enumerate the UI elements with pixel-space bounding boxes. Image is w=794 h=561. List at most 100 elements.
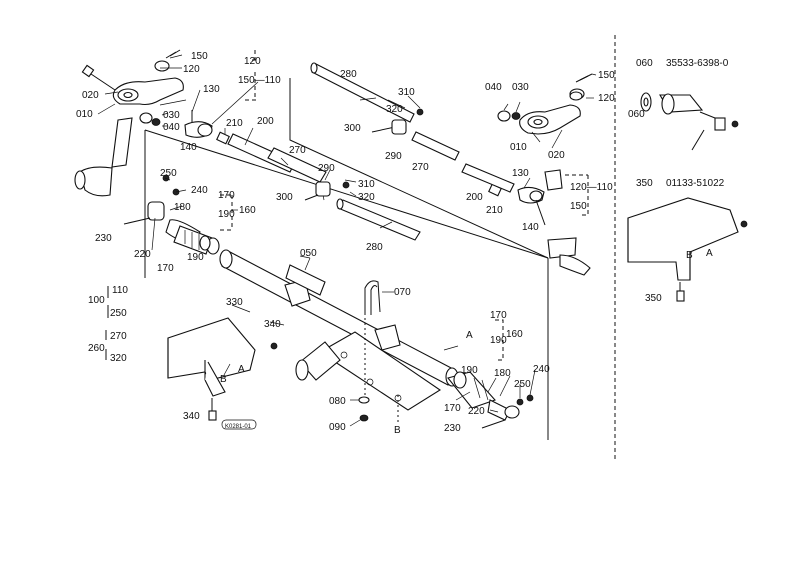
callout-170-left: 170: [218, 190, 235, 201]
upper-tie-rod-group: [144, 62, 549, 259]
callout-310-mid: 310: [358, 179, 375, 190]
callout-180-right: 180: [494, 368, 511, 379]
callout-150-110-group: 150—110: [238, 75, 281, 86]
callout-280-mid: 280: [366, 242, 383, 253]
callout-200: 200: [257, 116, 274, 127]
callout-220-left: 220: [134, 249, 151, 260]
callout-120-right: 120: [598, 93, 615, 104]
inset-item-060: [640, 92, 739, 151]
callout-330: 330: [226, 297, 243, 308]
callout-320-mid: 320: [358, 192, 375, 203]
callout-340-lower: 340: [183, 411, 200, 422]
stamp-box: [221, 419, 257, 430]
left-guard-cover: [167, 317, 278, 421]
callout-210: 210: [226, 118, 243, 129]
right-steering-arm-group: [411, 73, 597, 276]
callout-150-right-b: 150: [570, 201, 587, 212]
callout-050: 050: [300, 248, 317, 259]
callout-120-group: 120: [244, 56, 261, 67]
callout-230-left: 230: [95, 233, 112, 244]
inset-060-ref: 060: [636, 58, 653, 69]
callout-170-right: 170: [444, 403, 461, 414]
inset-labels: 060 35533-6398-0 060 350 01133-51022 350…: [628, 58, 729, 304]
callout-120: 120: [183, 64, 200, 75]
callout-020: 020: [82, 90, 99, 101]
callout-210-right: 210: [486, 205, 503, 216]
callout-040-right: 040: [485, 82, 502, 93]
callout-340-upper: 340: [264, 319, 281, 330]
callout-040: 040: [163, 122, 180, 133]
inset-060-callout: 060: [628, 109, 645, 120]
callout-320-group: 320: [110, 353, 127, 364]
callout-180-left: 180: [174, 202, 191, 213]
callout-labels: 150 120 020 010 130 030 040 140 120 150—…: [76, 51, 615, 436]
stamp-text: K0281-01: [225, 424, 252, 430]
callout-160-right-group: 160: [506, 329, 523, 340]
callout-110: 110: [112, 285, 128, 296]
callout-270-right: 270: [412, 162, 429, 173]
inset-350-part-number: 01133-51022: [666, 178, 725, 189]
inset-060-part-number: 35533-6398-0: [666, 58, 729, 69]
callout-150-right: 150: [598, 70, 615, 81]
callout-250-right: 250: [514, 379, 531, 390]
callout-070: 070: [394, 287, 411, 298]
left-cylinder-group: [123, 174, 220, 255]
callout-190-left-b: 190: [187, 252, 204, 263]
callout-310-top: 310: [398, 87, 415, 98]
inset-350-ref: 350: [636, 178, 653, 189]
bracket-group-lower-right: [495, 319, 504, 361]
callout-140: 140: [180, 142, 197, 153]
inset-letter-a: A: [706, 248, 713, 259]
callout-260: 260: [88, 343, 105, 354]
callout-170-right-group: 170: [490, 310, 507, 321]
left-steering-arm-group: [74, 49, 213, 197]
callout-290-mid: 290: [318, 163, 335, 174]
bracket-group-right: [565, 174, 589, 216]
callout-150: 150: [191, 51, 208, 62]
callout-270-group: 270: [110, 331, 127, 342]
callout-030-right: 030: [512, 82, 529, 93]
callout-290-top: 290: [385, 151, 402, 162]
callout-090: 090: [329, 422, 346, 433]
callout-250-group: 250: [110, 308, 127, 319]
callout-190-right: 190: [461, 365, 478, 376]
callout-140-right: 140: [522, 222, 539, 233]
callout-300-top: 300: [344, 123, 361, 134]
callout-250-left: 250: [160, 168, 177, 179]
callout-130-right: 130: [512, 168, 529, 179]
inset-item-350-guard: [627, 197, 748, 302]
bracket-group-mid-left: [220, 194, 233, 231]
callout-320-top: 320: [386, 104, 403, 115]
callout-200-right: 200: [466, 192, 483, 203]
callout-170-left-b: 170: [157, 263, 174, 274]
letter-a-left-guard: A: [238, 364, 245, 375]
callout-010-right: 010: [510, 142, 527, 153]
right-cylinder-group: [447, 369, 536, 429]
bracket-group-top: [245, 50, 258, 101]
callout-190-left: 190: [218, 209, 235, 220]
callout-300-mid: 300: [276, 192, 293, 203]
callout-270: 270: [289, 145, 306, 156]
callout-120-110-right: 120—110: [570, 182, 613, 193]
callout-160-left: 160: [239, 205, 256, 216]
letter-b-center: B: [394, 425, 401, 436]
callout-130: 130: [203, 84, 220, 95]
callout-190-right-group: 190: [490, 335, 507, 346]
callout-240-left: 240: [191, 185, 208, 196]
callout-080: 080: [329, 396, 346, 407]
callout-240-right: 240: [533, 364, 550, 375]
callout-010: 010: [76, 109, 93, 120]
callout-230-right: 230: [444, 423, 461, 434]
inset-letter-b: B: [686, 250, 693, 261]
callout-100: 100: [88, 295, 105, 306]
letter-a-center: A: [466, 330, 473, 341]
letter-b-left-guard: B: [220, 374, 227, 385]
callout-280-top: 280: [340, 69, 357, 80]
callout-220-right: 220: [468, 406, 485, 417]
callout-030: 030: [163, 110, 180, 121]
main-axle-frame: [144, 160, 549, 440]
inset-350-callout: 350: [645, 293, 662, 304]
callout-020-right: 020: [548, 150, 565, 161]
